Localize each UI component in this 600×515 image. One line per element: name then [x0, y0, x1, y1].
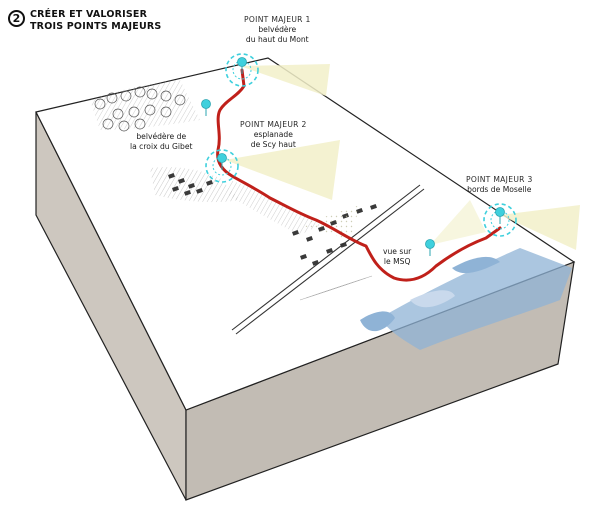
view-cone-point-1 — [240, 64, 330, 96]
house-17 — [339, 241, 348, 248]
label-point-2-title: POINT MAJEUR 2 — [240, 120, 307, 129]
marker-gibet-pin-icon — [201, 99, 211, 109]
heading-line-2: TROIS POINTS MAJEURS — [30, 21, 162, 32]
marker-point-3 — [483, 203, 517, 237]
terrain-texture — [90, 80, 378, 301]
tree-5 — [160, 90, 172, 102]
pond-2 — [360, 311, 395, 332]
heading-line-1: CRÉER ET VALORISER — [30, 9, 148, 20]
label-point-1: POINT MAJEUR 1 belvédère du haut du Mont — [244, 15, 311, 45]
block-top-surface — [35, 57, 576, 411]
view-cones — [225, 64, 580, 250]
marker-point-3-inner-halo-icon — [490, 210, 510, 230]
house-14 — [300, 253, 308, 260]
tree-4 — [146, 88, 158, 100]
house-13 — [370, 203, 378, 210]
label-point-1-title: POINT MAJEUR 1 — [244, 15, 311, 24]
tree-1 — [106, 92, 118, 104]
marker-gibet — [201, 99, 211, 116]
label-point-2-line-1: esplanade — [253, 130, 293, 139]
marker-point-3-pin-icon — [495, 207, 505, 217]
house-16 — [325, 247, 334, 254]
moselle-river — [380, 248, 572, 350]
walking-route — [216, 68, 502, 282]
forest-hatch-1 — [90, 80, 200, 130]
field-line-7 — [341, 275, 373, 287]
marker-msq — [425, 239, 435, 256]
tree-12 — [118, 120, 130, 132]
view-cone-msq — [430, 200, 486, 245]
label-point-2: POINT MAJEUR 2 esplanade de Scy haut — [240, 120, 307, 150]
house-5 — [196, 187, 204, 194]
label-point-3: POINT MAJEUR 3 bords de Moselle — [466, 175, 533, 195]
tree-0 — [94, 98, 106, 110]
label-point-1-line-1: belvédère — [258, 25, 297, 34]
label-point-1-line-2: du haut du Mont — [245, 35, 309, 44]
marker-msq-pin-icon — [425, 239, 435, 249]
marker-point-3-halo-icon — [483, 203, 517, 237]
label-gibet-line-1: belvédère de — [136, 132, 187, 141]
marker-point-1-inner-halo-icon — [232, 60, 252, 80]
marker-point-2 — [205, 149, 239, 183]
house-3 — [172, 185, 180, 192]
marker-point-1 — [225, 53, 259, 87]
label-point-3-title: POINT MAJEUR 3 — [466, 175, 533, 184]
marker-point-1-pin-icon — [237, 57, 247, 67]
tree-2 — [120, 90, 132, 102]
marker-point-2-halo-icon — [205, 149, 239, 183]
house-2 — [188, 182, 196, 189]
view-cone-dotted — [300, 205, 360, 240]
marker-point-2-inner-halo-icon — [212, 156, 232, 176]
tree-9 — [144, 104, 156, 116]
label-gibet: belvédère de la croix du Gibet — [130, 132, 192, 152]
label-msq-line-1: vue sur — [383, 247, 412, 256]
tree-8 — [128, 106, 140, 118]
pond-3 — [410, 290, 455, 308]
house-6 — [206, 179, 214, 186]
tree-10 — [160, 106, 172, 118]
house-1 — [178, 177, 186, 184]
house-7 — [292, 229, 300, 236]
house-4 — [184, 189, 192, 196]
label-msq: vue sur le MSQ — [383, 247, 411, 267]
marker-point-2-pin-icon — [217, 153, 227, 163]
tree-13 — [134, 118, 146, 130]
tree-11 — [102, 118, 114, 130]
house-0 — [168, 172, 176, 179]
label-gibet-line-2: la croix du Gibet — [130, 142, 193, 151]
tree-7 — [112, 108, 124, 120]
forest-hatch-3 — [228, 180, 320, 235]
view-cone-point-3 — [500, 205, 580, 250]
heading-text: CRÉER ET VALORISER TROIS POINTS MAJEURS — [30, 9, 161, 33]
label-point-2-line-2: de Scy haut — [250, 140, 296, 149]
section-heading: 2 CRÉER ET VALORISER TROIS POINTS MAJEUR… — [8, 9, 161, 33]
tree-3 — [134, 86, 146, 98]
house-8 — [305, 235, 314, 242]
rail-track-2 — [235, 188, 425, 335]
step-number-badge: 2 — [8, 10, 25, 27]
rail-track-1 — [231, 184, 421, 331]
label-point-3-line-1: bords de Moselle — [467, 185, 532, 194]
pond-1 — [452, 256, 500, 274]
view-cone-point-2 — [225, 140, 340, 200]
viewpoint-markers — [201, 53, 517, 256]
railway-line — [231, 184, 425, 335]
marker-point-1-halo-icon — [225, 53, 259, 87]
label-msq-line-2: le MSQ — [383, 257, 411, 266]
tree-6 — [174, 94, 186, 106]
